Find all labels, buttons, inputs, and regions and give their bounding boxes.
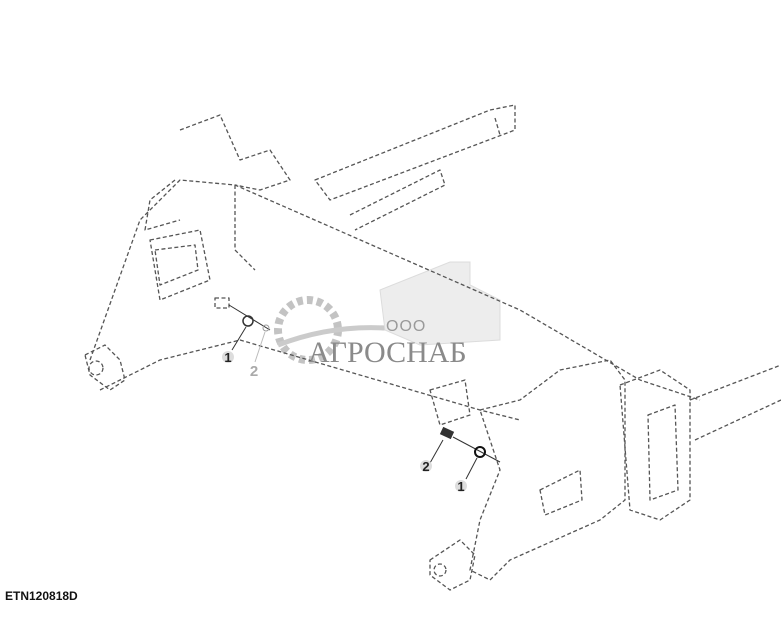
watermark-prefix: ООО xyxy=(386,318,427,335)
washer-icon xyxy=(474,446,486,458)
bolt-icon xyxy=(262,324,270,332)
callout-2-right: 2 xyxy=(422,459,429,474)
top-arm xyxy=(314,104,516,231)
figure-id: ETN120818D xyxy=(5,589,78,603)
washer-icon xyxy=(242,315,254,327)
callouts: 1 2 2 1 xyxy=(222,350,467,494)
main-beam xyxy=(84,114,701,421)
watermark-name: АГРОСНАБ xyxy=(308,336,467,369)
watermark-logo xyxy=(274,261,501,364)
left-hardware xyxy=(214,297,271,363)
right-bracket xyxy=(429,359,781,591)
bolt-icon xyxy=(439,426,455,440)
callout-2-left: 2 xyxy=(250,363,258,380)
callout-1-right: 1 xyxy=(457,479,464,494)
callout-1-left: 1 xyxy=(224,350,231,365)
right-hardware xyxy=(429,426,501,480)
